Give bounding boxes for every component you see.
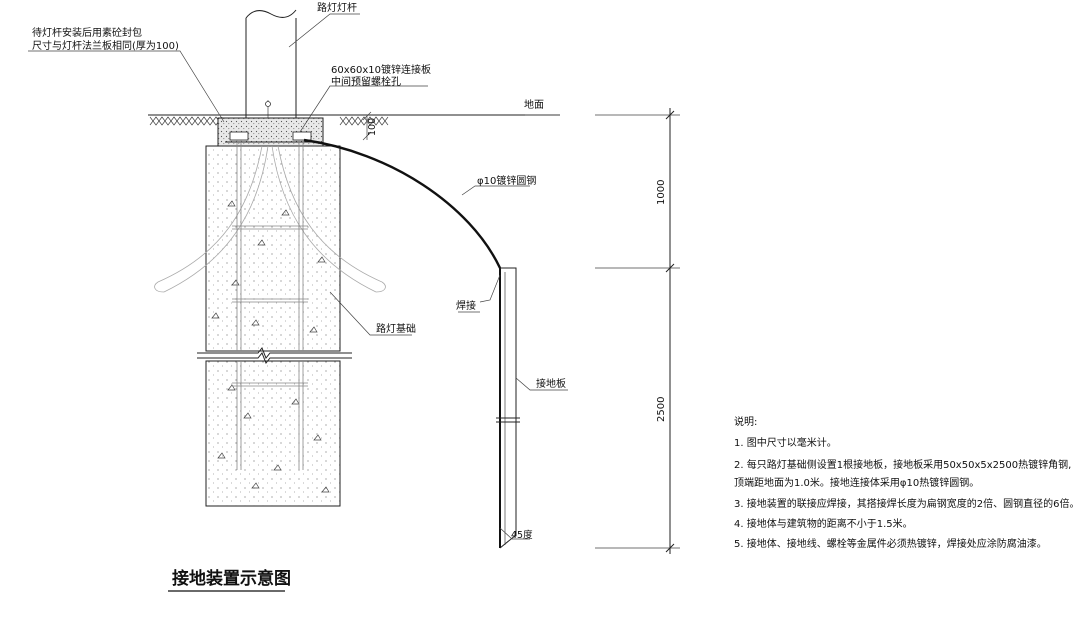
cap-note-line2: 尺寸与灯杆法兰板相同(厚为100) (32, 39, 179, 52)
note-1: 1. 图中尺寸以毫米计。 (734, 436, 837, 449)
notes-block: 说明: 1. 图中尺寸以毫米计。 2. 每只路灯基础侧设置1根接地板，接地板采用… (734, 415, 1079, 550)
plate-label-line1: 60x60x10镀锌连接板 (331, 63, 431, 76)
note-4: 4. 接地体与建筑物的距离不小于1.5米。 (734, 517, 913, 530)
weld-label: 焊接 (456, 299, 476, 312)
dimension-lines (362, 108, 680, 554)
dim-1000-label: 1000 (656, 180, 667, 205)
dim-100-label: 100 (367, 118, 378, 136)
note-2: 2. 每只路灯基础侧设置1根接地板，接地板采用50x50x5x2500热镀锌角钢… (734, 458, 1071, 471)
dim-2500-label: 2500 (656, 397, 667, 422)
ground-plate-label: 接地板 (536, 377, 566, 390)
cable-conduits (154, 145, 386, 293)
light-pole (245, 9, 297, 118)
foundation-label: 路灯基础 (376, 322, 416, 335)
note-3: 3. 接地装置的联接应焊接，其搭接焊长度为扁钢宽度的2倍、圆钢直径的6倍。 (734, 497, 1079, 510)
plate-label-line2: 中间预留螺栓孔 (331, 75, 401, 88)
foundation-upper (205, 145, 341, 352)
rebar-cage (232, 140, 308, 470)
cap-note-line1: 待灯杆安装后用素砼封包 (32, 26, 142, 39)
notes-heading: 说明: (734, 415, 757, 428)
ground-line (148, 114, 560, 126)
concrete-cap (217, 117, 324, 147)
pole-label: 路灯灯杆 (317, 1, 357, 14)
ground-label: 地面 (524, 98, 544, 111)
aggregate-marks (211, 200, 330, 493)
break-line (197, 347, 352, 364)
round-steel-connector (303, 138, 502, 269)
note-2-cont: 顶端距地面为1.0米。接地连接体采用φ10热镀锌圆钢。 (734, 476, 979, 489)
diagram-title-group: 接地装置示意图 (168, 568, 291, 592)
leader-lines (28, 13, 568, 540)
round-steel-label: φ10镀锌圆钢 (477, 174, 536, 187)
angle-label: 45度 (511, 529, 533, 541)
foundation-lower (205, 360, 341, 507)
diagram-title: 接地装置示意图 (172, 568, 291, 589)
ground-plate-angle-steel (496, 267, 520, 549)
note-5: 5. 接地体、接地线、螺栓等金属件必须热镀锌，焊接处应涂防腐油漆。 (734, 537, 1047, 550)
